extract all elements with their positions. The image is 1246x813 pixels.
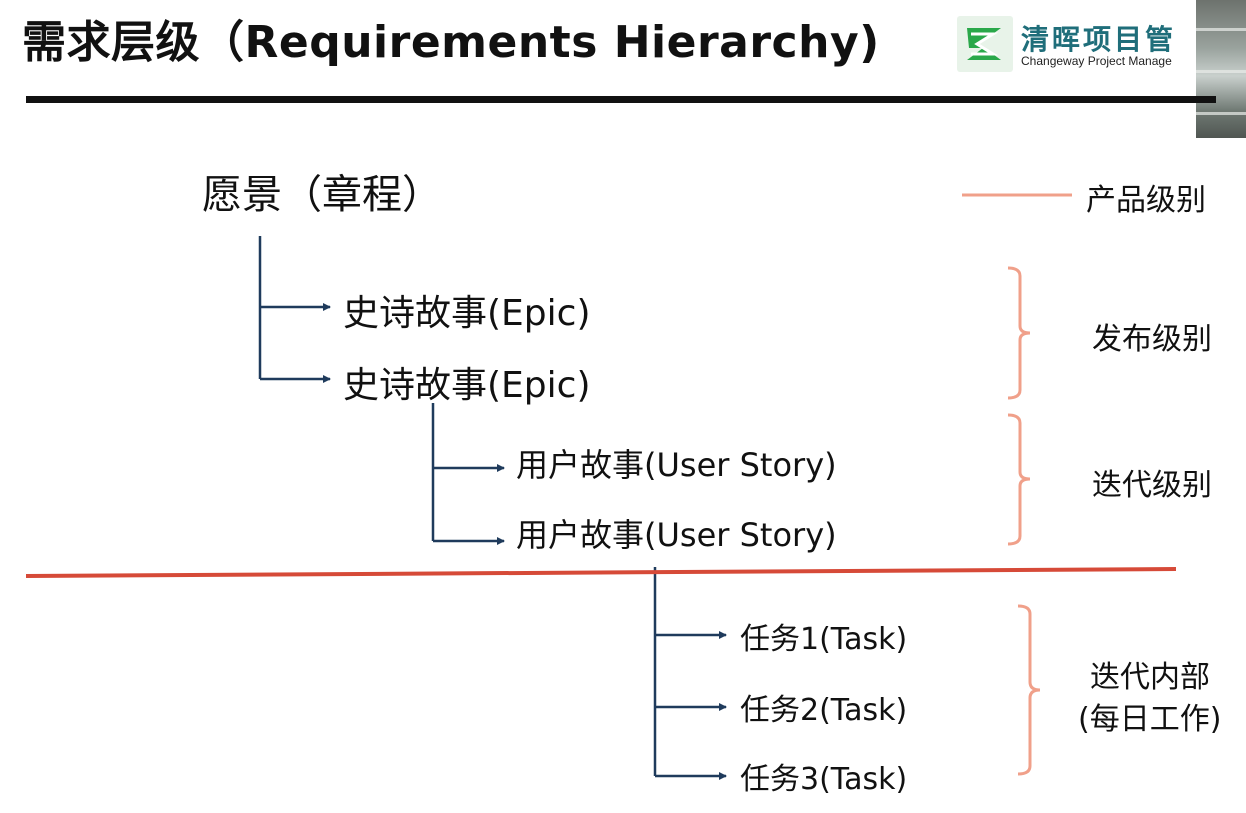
iteration-level-bracket bbox=[1007, 413, 1031, 546]
vision-epic-connector bbox=[258, 236, 331, 383]
epic-node-1: 史诗故事(Epic) bbox=[343, 293, 591, 334]
iteration-inner-label: 迭代内部 bbox=[1090, 660, 1210, 695]
vision-node: 愿景（章程） bbox=[202, 172, 442, 218]
task-node-2: 任务2(Task) bbox=[740, 693, 908, 728]
logo-name-en: Changeway Project Manage bbox=[1021, 54, 1172, 68]
release-level-bracket bbox=[1007, 266, 1031, 400]
release-level-label: 发布级别 bbox=[1092, 322, 1212, 357]
header-rule bbox=[26, 96, 1216, 103]
product-level-label: 产品级别 bbox=[1086, 183, 1206, 218]
task-node-1: 任务1(Task) bbox=[740, 622, 908, 657]
webcam-overlay bbox=[1196, 0, 1246, 138]
user-story-node-1: 用户故事(User Story) bbox=[516, 446, 837, 484]
epic-story-connector bbox=[431, 403, 505, 545]
story-task-connector bbox=[653, 567, 727, 780]
iteration-inner-bracket bbox=[1017, 604, 1041, 776]
user-story-node-2: 用户故事(User Story) bbox=[516, 516, 837, 554]
daily-work-label: (每日工作) bbox=[1078, 702, 1222, 737]
company-logo: 清晖项目管 Changeway Project Manage bbox=[955, 14, 1195, 76]
task-node-3: 任务3(Task) bbox=[740, 762, 908, 797]
logo-name-cn: 清晖项目管 bbox=[1021, 23, 1177, 56]
changeway-logo-icon bbox=[957, 16, 1013, 72]
epic-node-2: 史诗故事(Epic) bbox=[343, 365, 591, 406]
slide-title: 需求层级（Requirements Hierarchy) bbox=[22, 17, 880, 68]
iteration-level-label: 迭代级别 bbox=[1092, 468, 1212, 503]
iteration-divider-line bbox=[25, 567, 1177, 578]
